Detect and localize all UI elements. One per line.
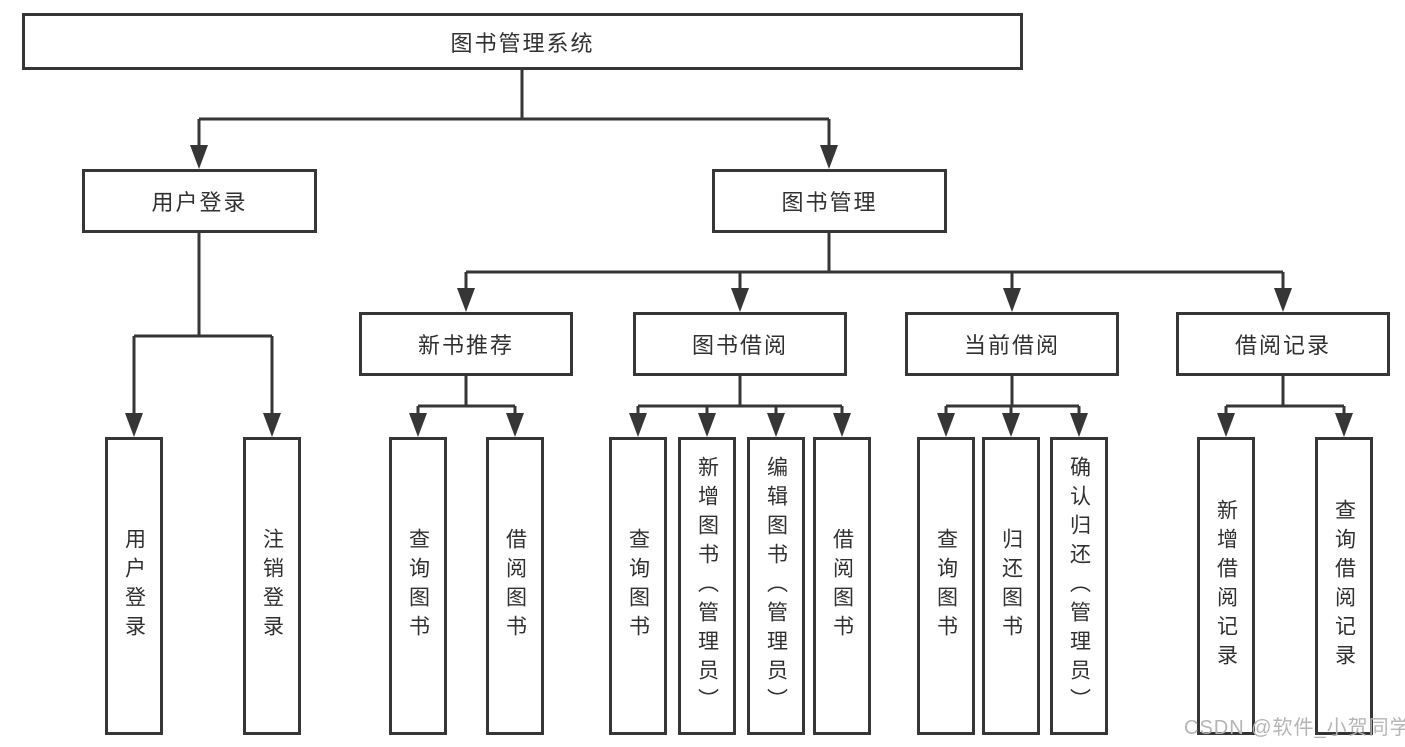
arrowhead-icons [125,145,1353,437]
connector-lines [132,70,1346,418]
node-label: 图书管理系统 [450,30,595,56]
node-label: 归还图书 [999,528,1023,644]
csdn-watermark: CSDN @软件_小贺同学 [1184,717,1405,739]
node-book-management: 图书管理 [712,169,947,233]
node-label: 注销登录 [260,528,284,644]
node-label: 用户登录 [122,528,146,644]
node-label: 新增借阅记录 [1214,499,1238,673]
node-label: 图书管理 [781,190,878,215]
node-label: 查询借阅记录 [1332,499,1356,673]
node-borrowing-records: 借阅记录 [1176,312,1390,376]
node-label: 查询图书 [934,528,958,644]
leaf-edit-books-admin: 编辑图书（管理员） [747,437,805,735]
leaf-add-borrow-record: 新增借阅记录 [1197,437,1255,735]
node-label: 新增图书（管理员） [695,455,719,717]
node-new-book-recommendation: 新书推荐 [359,312,573,376]
leaf-borrow-books-borrowing: 借阅图书 [813,437,871,735]
node-label: 图书借阅 [691,333,788,358]
node-label: 借阅图书 [503,528,527,644]
leaf-add-books-admin: 新增图书（管理员） [678,437,736,735]
node-label: 新书推荐 [417,333,514,358]
leaf-logout-login: 注销登录 [243,437,301,735]
node-label: 查询图书 [406,528,430,644]
node-library-management-system: 图书管理系统 [22,13,1023,70]
node-label: 编辑图书（管理员） [764,455,788,717]
node-user-login: 用户登录 [82,169,317,233]
node-label: 借阅图书 [830,528,854,644]
leaf-query-books-borrowing: 查询图书 [609,437,667,735]
node-label: 用户登录 [151,190,248,215]
node-current-borrowing: 当前借阅 [905,312,1119,376]
leaf-confirm-return-admin: 确认归还（管理员） [1050,437,1108,735]
node-label: 当前借阅 [963,333,1060,358]
leaf-query-books-current: 查询图书 [917,437,975,735]
leaf-borrow-books-recommend: 借阅图书 [486,437,544,735]
leaf-user-login: 用户登录 [105,437,163,735]
leaf-query-borrow-record: 查询借阅记录 [1315,437,1373,735]
node-label: 查询图书 [626,528,650,644]
leaf-query-books-recommend: 查询图书 [389,437,447,735]
node-book-borrowing: 图书借阅 [633,312,847,376]
node-label: 确认归还（管理员） [1067,455,1091,717]
leaf-return-books: 归还图书 [982,437,1040,735]
node-label: 借阅记录 [1234,333,1331,358]
